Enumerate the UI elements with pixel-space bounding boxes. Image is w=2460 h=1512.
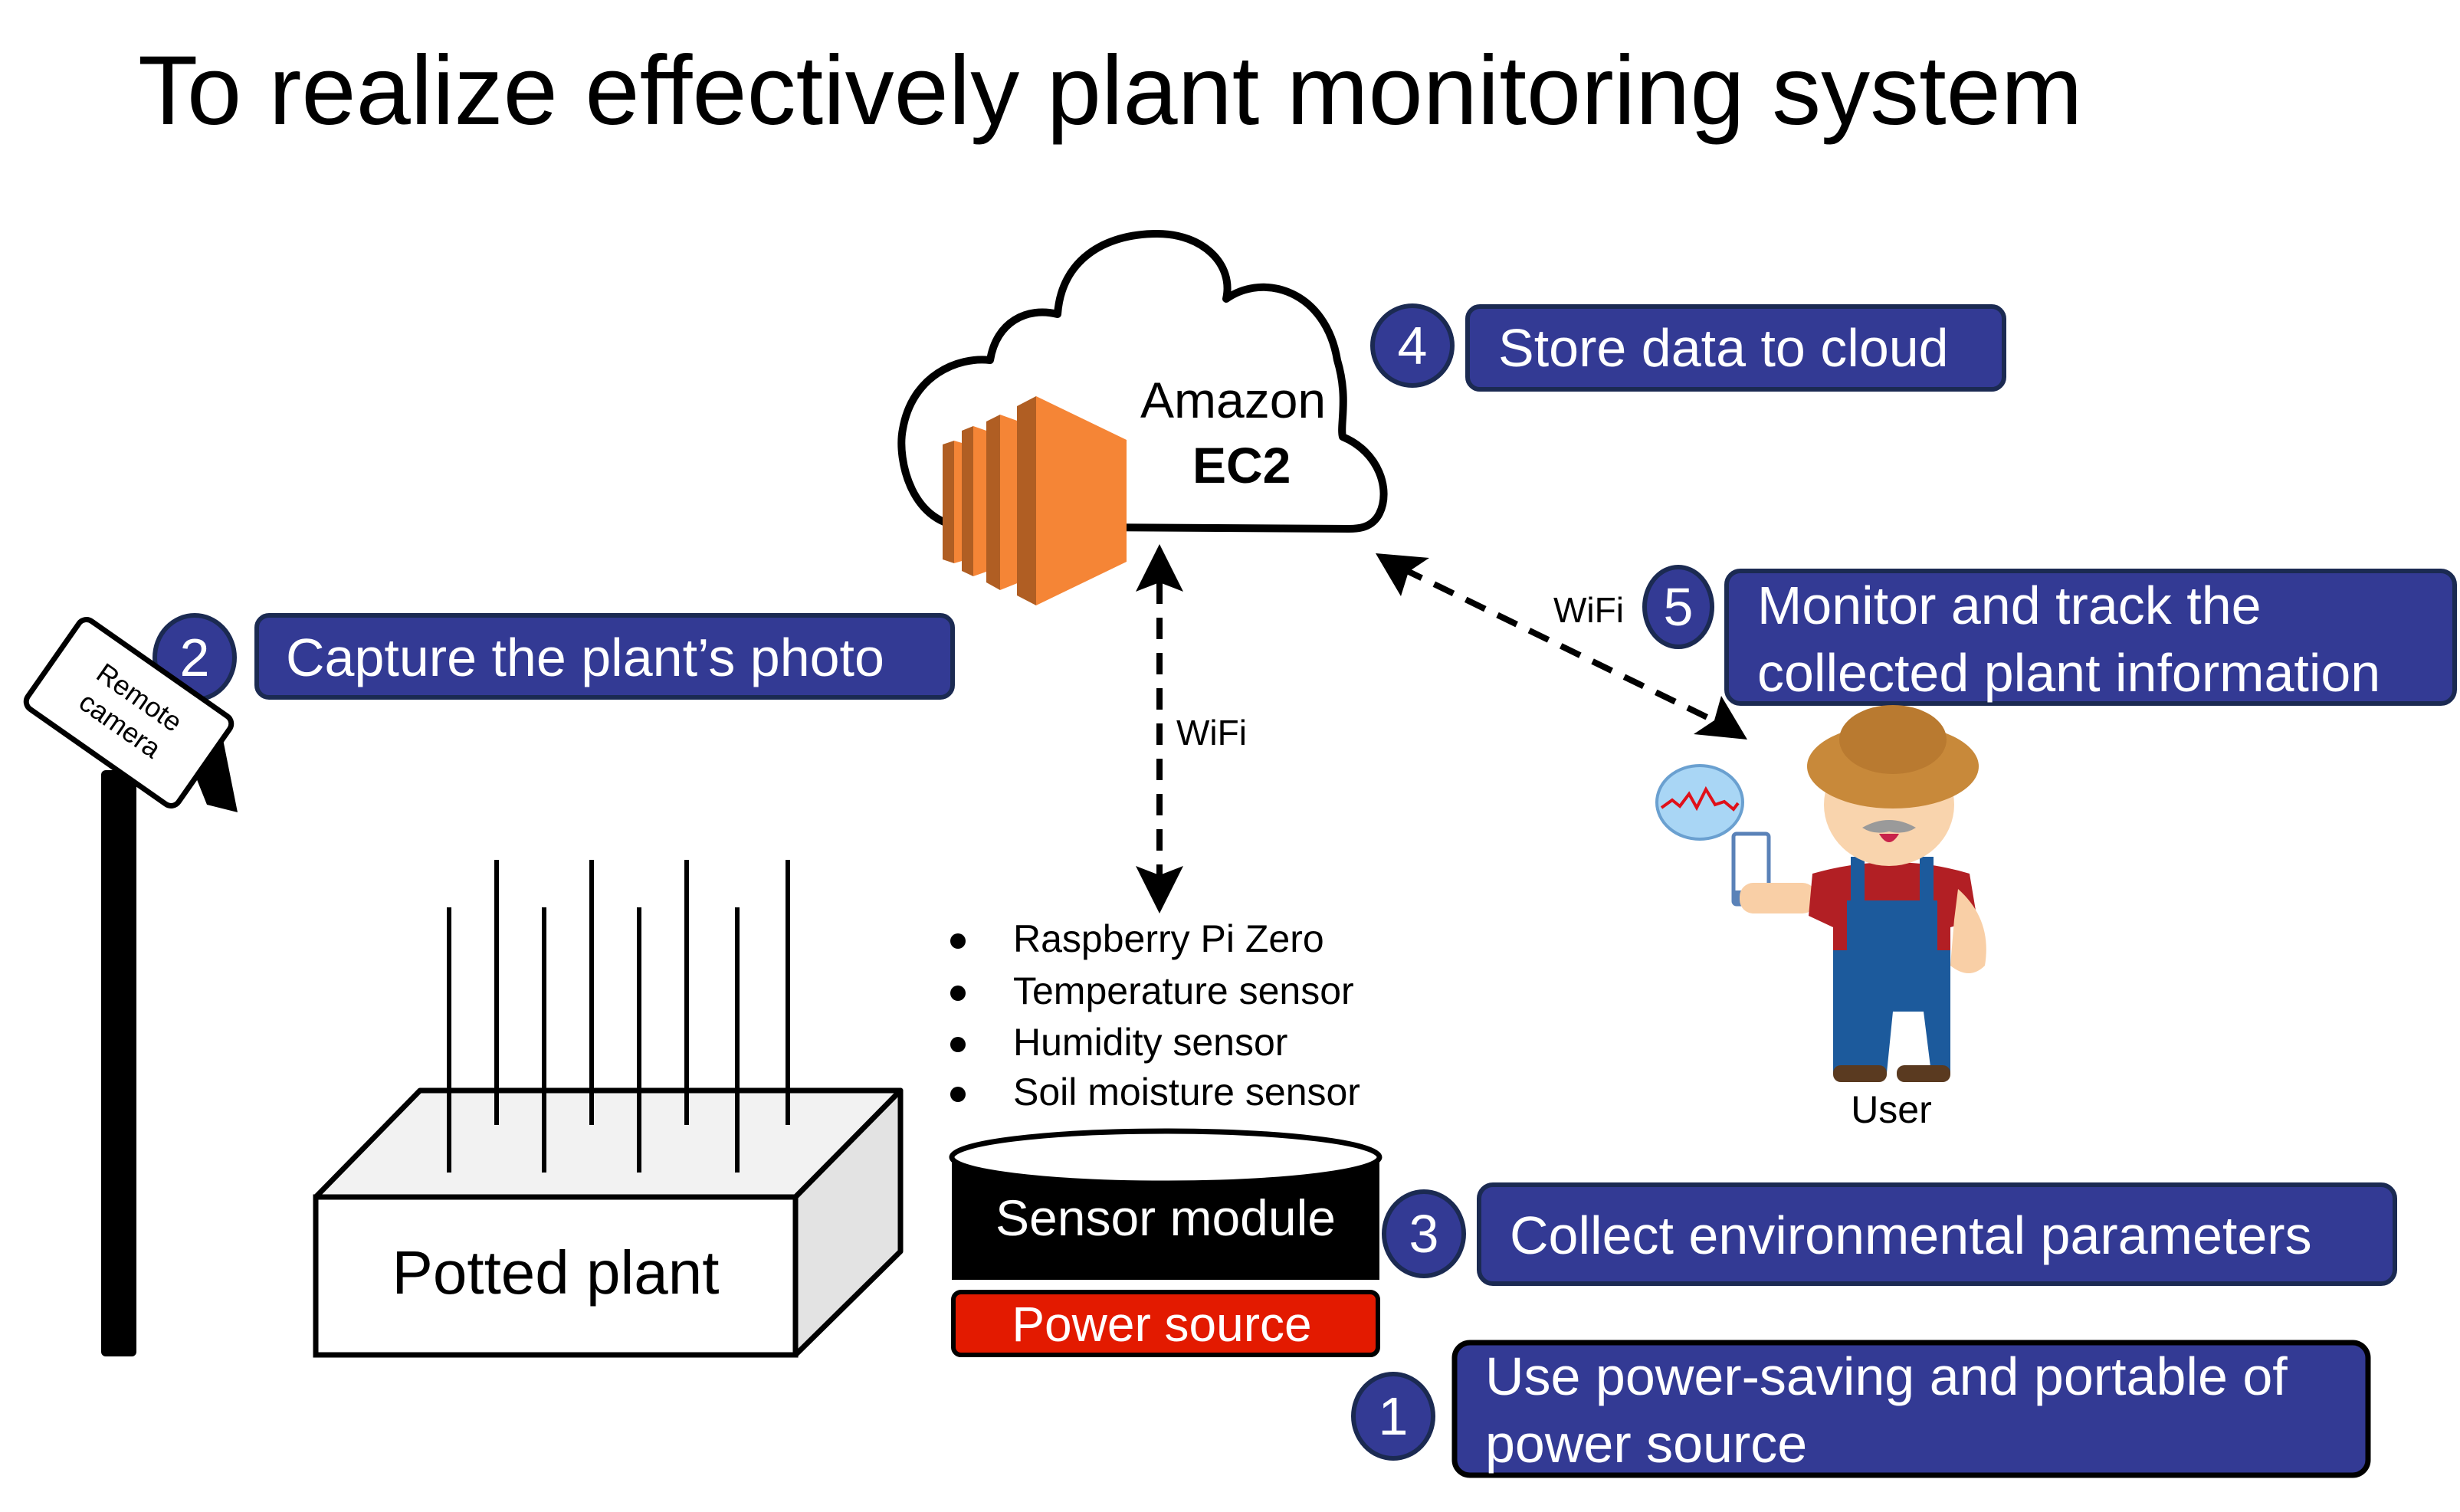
- plant-stems: [447, 860, 790, 1173]
- plant-label: Potted plant: [392, 1238, 720, 1307]
- cloud-service-name-line2: EC2: [1192, 437, 1291, 494]
- step-3-box: [1477, 1182, 2397, 1286]
- chart-bubble-icon: [1655, 764, 1744, 841]
- step-3-number-badge: [1382, 1189, 1466, 1278]
- step-4: 4 Store data to cloud: [1370, 303, 2006, 392]
- component-item: Soil moisture sensor: [1013, 1071, 1360, 1114]
- wifi-link-diagonal: WiFi: [1376, 553, 1747, 740]
- bullet-icon: [950, 986, 966, 1001]
- cloud-service-name-line1: Amazon: [1140, 372, 1326, 428]
- overalls: [1833, 946, 1950, 1073]
- arrow-down-right-icon: [1694, 696, 1747, 740]
- sensor-component-list: Raspberry Pi Zero Temperature sensor Hum…: [950, 917, 1360, 1114]
- sensor-module: Sensor module Power source: [949, 1128, 1383, 1357]
- user-figure: User: [1655, 705, 1986, 1131]
- step-2-text: Capture the plant’s photo: [286, 628, 884, 687]
- component-item: Raspberry Pi Zero: [1013, 917, 1324, 960]
- step-5-number-badge: [1642, 565, 1714, 649]
- step-3: 3 Collect environmental parameters: [1382, 1182, 2397, 1286]
- dashed-link-line: [1401, 566, 1718, 725]
- power-source-label: Power source: [1012, 1297, 1311, 1352]
- potted-plant: Potted plant: [313, 860, 904, 1358]
- sensor-module-top: [949, 1128, 1383, 1186]
- arrow-up-left-icon: [1376, 553, 1429, 596]
- bullet-icon: [950, 1087, 966, 1102]
- page-title: To realize effectively plant monitoring …: [138, 36, 2082, 146]
- step-5-text-line1: Monitor and track the: [1757, 576, 2262, 635]
- power-source-block: [951, 1290, 1380, 1357]
- arrow-up-icon: [1136, 544, 1183, 592]
- step-2-number: 2: [180, 628, 210, 687]
- step-5-number: 5: [1664, 577, 1694, 637]
- wifi-label-vertical: WiFi: [1176, 713, 1247, 753]
- step-5: 5 Monitor and track the collected plant …: [1642, 565, 2457, 706]
- camera-pole: [101, 770, 136, 1356]
- camera-body: Remote camera: [23, 617, 235, 808]
- remote-camera: Remote camera: [23, 617, 238, 1356]
- step-2: 2 Capture the plant’s photo: [153, 613, 955, 702]
- step-5-box: [1724, 569, 2457, 706]
- sensor-module-label: Sensor module: [995, 1189, 1336, 1246]
- wifi-label-diagonal: WiFi: [1553, 590, 1624, 630]
- pot-front-face: [313, 1194, 799, 1358]
- user-label: User: [1851, 1088, 1932, 1131]
- step-1-number-badge: [1351, 1372, 1435, 1461]
- step-1-text-line2: power source: [1485, 1414, 1807, 1474]
- step-3-text: Collect environmental parameters: [1510, 1205, 2312, 1265]
- bullet-icon: [950, 933, 966, 949]
- step-5-text-line2: collected plant information: [1757, 643, 2380, 703]
- bullet-icon: [950, 1037, 966, 1052]
- ec2-server-icon: [943, 396, 1127, 605]
- step-2-box: [254, 613, 955, 700]
- wifi-link-vertical: WiFi: [1136, 544, 1247, 913]
- step-1: 1 Use power-saving and portable of power…: [1351, 1340, 2371, 1478]
- step-3-number: 3: [1409, 1204, 1439, 1264]
- component-item: Temperature sensor: [1013, 969, 1354, 1012]
- step-4-number: 4: [1398, 316, 1428, 376]
- step-1-box: [1451, 1340, 2371, 1478]
- step-1-text-line1: Use power-saving and portable of: [1485, 1346, 2288, 1406]
- step-4-number-badge: [1370, 303, 1455, 388]
- step-4-text: Store data to cloud: [1498, 318, 1949, 378]
- step-4-box: [1465, 304, 2006, 392]
- component-item: Humidity sensor: [1013, 1021, 1287, 1064]
- arrow-down-icon: [1136, 866, 1183, 913]
- step-1-number: 1: [1379, 1386, 1409, 1446]
- cloud-group: Amazon EC2: [897, 230, 1388, 605]
